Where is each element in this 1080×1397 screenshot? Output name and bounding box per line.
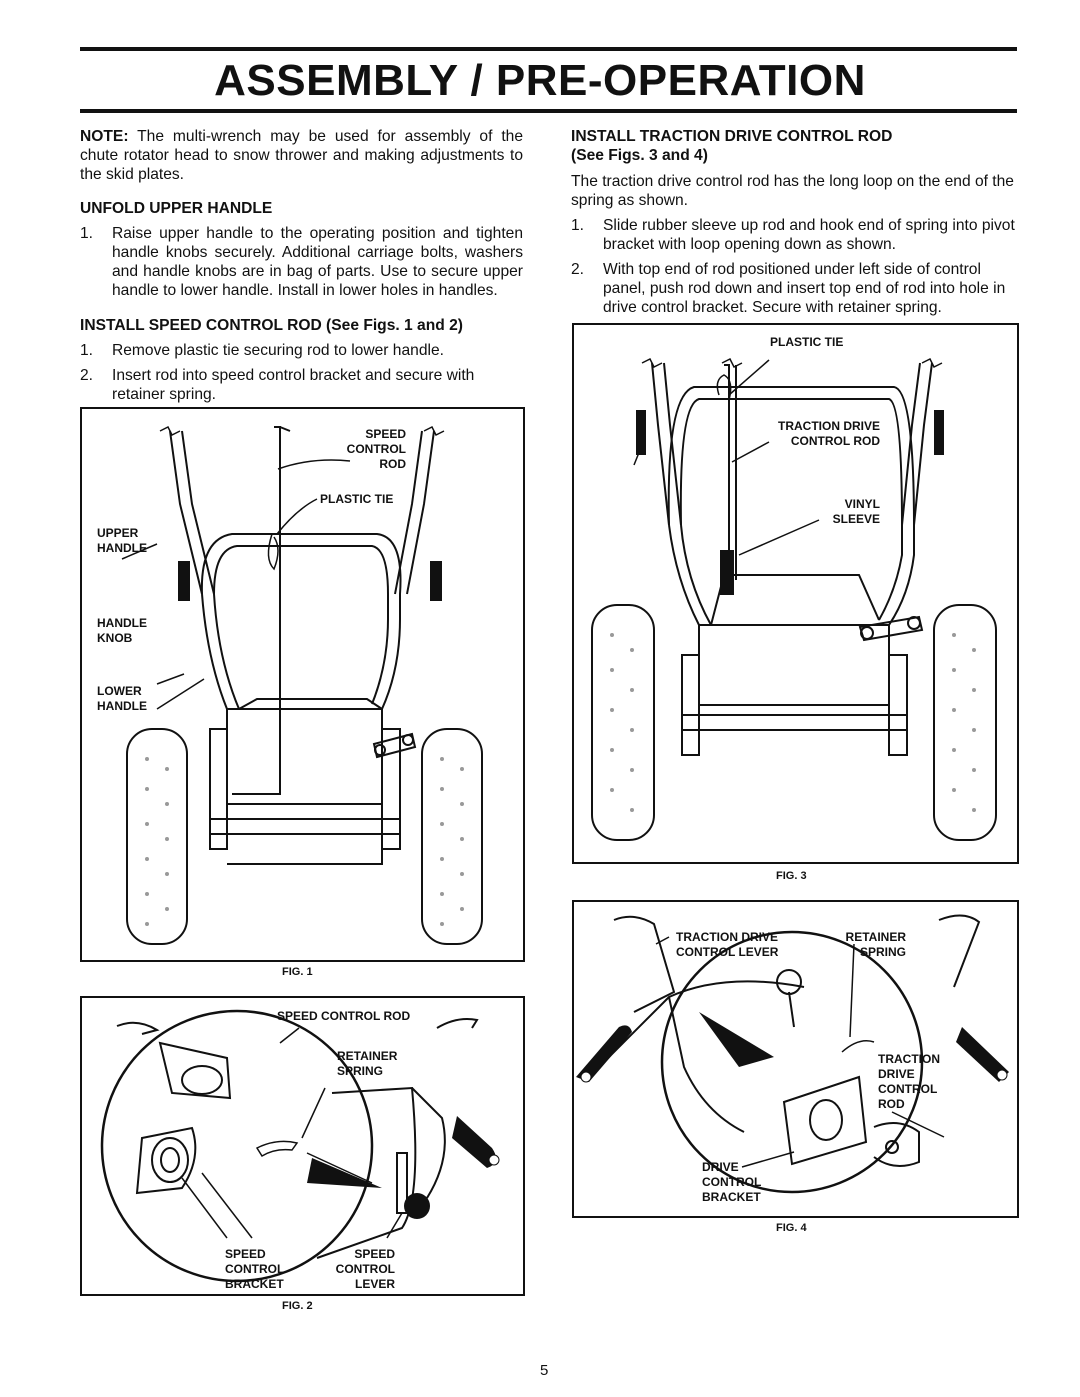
step-number: 2. (80, 367, 94, 384)
step-text: With top end of rod positioned under lef… (603, 261, 1006, 316)
step-number: 1. (80, 225, 94, 242)
figure-3-caption: FIG. 3 (776, 870, 807, 882)
figure-4: TRACTION DRIVE CONTROL LEVER RETAINER SP… (572, 900, 1019, 1218)
step-number: 1. (80, 342, 94, 359)
label-drive-control-bracket: DRIVE CONTROL BRACKET (702, 1160, 762, 1204)
label-speed-control-rod: SPEED CONTROL ROD (277, 1009, 411, 1023)
label-speed-control-bracket: SPEED CONTROL BRACKET (225, 1247, 285, 1291)
list-item: 2. With top end of rod positioned under l… (571, 260, 1017, 317)
list-item: 1. Raise upper handle to the operating po… (80, 224, 523, 300)
figure-4-caption: FIG. 4 (776, 1222, 807, 1234)
page-number: 5 (540, 1362, 549, 1379)
figure-3: PLASTIC TIE TRACTION DRIVE CONTROL ROD V… (572, 323, 1019, 864)
step-text: Remove plastic tie securing rod to lower… (112, 342, 444, 359)
speed-control-detail-illustration (100, 1009, 500, 1283)
step-number: 1. (571, 217, 585, 234)
figure-1-caption: FIG. 1 (282, 966, 313, 978)
list-item: 2. Insert rod into speed control bracket … (80, 366, 523, 404)
list-item: 1. Slide rubber sleeve up rod and hook en… (571, 216, 1017, 254)
speed-steps: 1. Remove plastic tie securing rod to low… (80, 341, 523, 404)
label-upper-handle: UPPER HANDLE (97, 526, 147, 555)
unfold-steps: 1. Raise upper handle to the operating po… (80, 224, 523, 300)
note-text: The multi-wrench may be used for assembl… (80, 128, 523, 183)
figure-2-caption: FIG. 2 (282, 1300, 313, 1312)
figure-2: SPEED CONTROL ROD RETAINER SPRING SPEED … (80, 996, 525, 1296)
label-plastic-tie: PLASTIC TIE (770, 335, 844, 349)
unfold-heading: UNFOLD UPPER HANDLE (80, 200, 273, 217)
snowthrower-top-view-illustration (121, 425, 483, 945)
label-traction-drive-control-rod: TRACTION DRIVE CONTROL ROD (878, 1052, 940, 1111)
label-speed-control-rod: SPEED CONTROL ROD (346, 427, 406, 471)
traction-steps: 1. Slide rubber sleeve up rod and hook en… (571, 216, 1017, 317)
traction-intro: The traction drive control rod has the l… (571, 173, 1014, 209)
label-traction-drive-control-lever: TRACTION DRIVE CONTROL LEVER (676, 930, 779, 959)
traction-drive-detail-illustration (576, 914, 1009, 1194)
top-rule (80, 47, 1017, 51)
label-retainer-spring: RETAINER SPRING (337, 1049, 398, 1078)
label-handle-knob: HANDLE KNOB (97, 616, 147, 645)
step-number: 2. (571, 261, 585, 278)
step-text: Raise upper handle to the operating posi… (112, 225, 523, 299)
right-column: INSTALL TRACTION DRIVE CONTROL ROD (See … (571, 127, 1017, 317)
label-traction-drive-control-rod: TRACTION DRIVE CONTROL ROD (778, 419, 880, 448)
label-lower-handle: LOWER HANDLE (97, 684, 147, 713)
step-text: Insert rod into speed control bracket an… (112, 367, 475, 403)
traction-drive-top-view-illustration (591, 357, 997, 841)
traction-heading: INSTALL TRACTION DRIVE CONTROL ROD (571, 128, 893, 145)
figure-1: SPEED CONTROL ROD PLASTIC TIE UPPER HAND… (80, 407, 525, 962)
label-speed-control-lever: SPEED CONTROL LEVER (335, 1247, 395, 1291)
label-vinyl-sleeve: VINYL SLEEVE (832, 497, 880, 526)
label-retainer-spring: RETAINER SPRING (845, 930, 906, 959)
title-underline-rule (80, 109, 1017, 113)
label-plastic-tie: PLASTIC TIE (320, 492, 394, 506)
step-text: Slide rubber sleeve up rod and hook end … (603, 217, 1015, 253)
speed-heading: INSTALL SPEED CONTROL ROD (See Figs. 1 a… (80, 317, 463, 334)
traction-heading-ref: (See Figs. 3 and 4) (571, 147, 708, 164)
note-paragraph: NOTE: The multi-wrench may be used for a… (80, 127, 523, 184)
page-title: ASSEMBLY / PRE-OPERATION (214, 56, 866, 105)
left-column: NOTE: The multi-wrench may be used for a… (80, 127, 523, 404)
list-item: 1. Remove plastic tie securing rod to low… (80, 341, 523, 360)
note-label: NOTE: (80, 128, 129, 145)
